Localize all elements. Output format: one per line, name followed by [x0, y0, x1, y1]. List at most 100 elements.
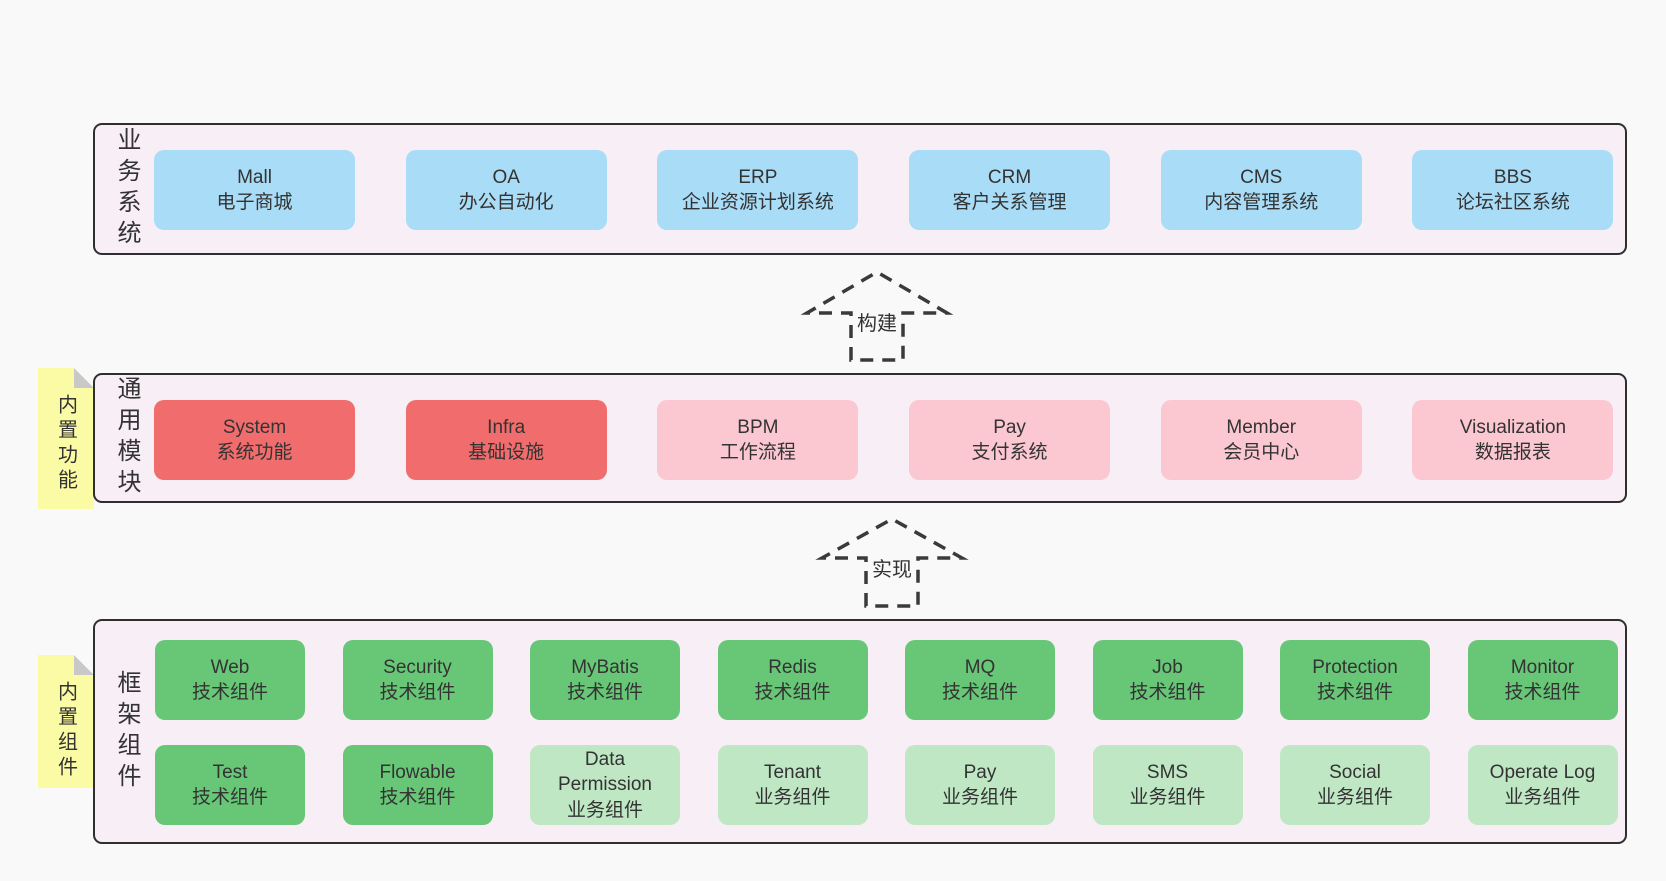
- box-sms: SMS 业务组件: [1092, 745, 1243, 825]
- box-subtitle: 数据报表: [1474, 442, 1551, 463]
- box-title: Job: [1152, 656, 1183, 678]
- box-title: System: [222, 416, 287, 438]
- box-title: Web: [210, 656, 250, 678]
- box-erp: ERP 企业资源计划系统: [657, 150, 859, 230]
- box-mybatis: MyBatis 技术组件: [530, 640, 680, 720]
- box-title: Tenant: [763, 761, 822, 783]
- box-subtitle: 支付系统: [971, 442, 1048, 463]
- box-subtitle: 业务组件: [754, 787, 831, 808]
- layer-side-label: 框架组件: [113, 669, 140, 794]
- box-subtitle: 业务组件: [566, 799, 643, 821]
- box-title: MyBatis: [571, 656, 639, 678]
- box-crm: CRM 客户关系管理: [909, 150, 1111, 230]
- box-subtitle: 办公自动化: [458, 192, 554, 213]
- box-mq: MQ 技术组件: [905, 640, 1055, 720]
- box-subtitle: 技术组件: [1316, 682, 1393, 703]
- box-visualization: Visualization 数据报表: [1412, 400, 1614, 480]
- box-title: BBS: [1493, 166, 1532, 188]
- box-pay: Pay 支付系统: [909, 400, 1111, 480]
- box-subtitle: 技术组件: [1504, 682, 1581, 703]
- sticky-note-built-in-components: 内置组件: [38, 655, 94, 788]
- box-security: Security 技术组件: [342, 640, 493, 720]
- box-cms: CMS 内容管理系统: [1160, 150, 1362, 230]
- box-title: Data Permission: [558, 749, 652, 796]
- box-subtitle: 技术组件: [191, 787, 268, 808]
- box-title: Redis: [768, 656, 817, 678]
- box-subtitle: 技术组件: [754, 682, 831, 703]
- box-data-permission: Data Permission 业务组件: [530, 745, 680, 825]
- box-title: Security: [383, 656, 452, 678]
- folded-corner-icon: [74, 655, 94, 675]
- box-title: CRM: [987, 166, 1032, 188]
- box-subtitle: 业务组件: [1129, 787, 1206, 808]
- box-subtitle: 基础设施: [468, 442, 545, 463]
- box-tenant: Tenant 业务组件: [717, 745, 868, 825]
- box-title: Visualization: [1459, 416, 1567, 438]
- box-operate-log: Operate Log 业务组件: [1467, 745, 1618, 825]
- box-oa: OA 办公自动化: [405, 150, 607, 230]
- box-subtitle: 系统功能: [216, 442, 293, 463]
- box-title: Mall: [237, 166, 272, 188]
- box-subtitle: 业务组件: [1504, 787, 1581, 808]
- box-pay: Pay 业务组件: [905, 745, 1055, 825]
- box-subtitle: 技术组件: [379, 787, 456, 808]
- box-member: Member 会员中心: [1160, 400, 1362, 480]
- box-subtitle: 电子商城: [216, 192, 293, 213]
- box-title: Flowable: [379, 761, 456, 783]
- box-mall: Mall 电子商城: [154, 150, 355, 230]
- box-subtitle: 技术组件: [1129, 682, 1206, 703]
- layer-common-modules: 通用模块 System 系统功能 Infra 基础设施 BPM 工作流程 Pay 支付系统 Me…: [93, 373, 1627, 503]
- box-test: Test 技术组件: [155, 745, 305, 825]
- box-subtitle: 内容管理系统: [1204, 192, 1319, 213]
- box-social: Social 业务组件: [1280, 745, 1430, 825]
- box-bpm: BPM 工作流程: [657, 400, 859, 480]
- box-title: CMS: [1240, 166, 1283, 188]
- box-title: Test: [212, 761, 248, 783]
- box-subtitle: 工作流程: [719, 442, 796, 463]
- box-subtitle: 技术组件: [379, 682, 456, 703]
- box-system: System 系统功能: [154, 400, 355, 480]
- box-subtitle: 业务组件: [941, 787, 1018, 808]
- box-subtitle: 技术组件: [191, 682, 268, 703]
- box-title: Protection: [1312, 656, 1398, 678]
- build-arrow-label: 构建: [853, 306, 901, 337]
- box-title: MQ: [964, 656, 996, 678]
- layer-side-label: 通用模块: [113, 376, 140, 500]
- box-subtitle: 业务组件: [1316, 787, 1393, 808]
- box-title: BPM: [737, 416, 779, 438]
- box-web: Web 技术组件: [155, 640, 305, 720]
- box-title: Infra: [487, 416, 526, 438]
- box-monitor: Monitor 技术组件: [1467, 640, 1618, 720]
- box-flowable: Flowable 技术组件: [342, 745, 493, 825]
- box-infra: Infra 基础设施: [405, 400, 607, 480]
- box-title: OA: [492, 166, 520, 188]
- implement-arrow-label: 实现: [868, 552, 916, 583]
- folded-corner-icon: [74, 368, 94, 388]
- sticky-note-text: 内置组件: [54, 681, 77, 781]
- layer-business-systems: 业务系统 Mall 电子商城 OA 办公自动化 ERP 企业资源计划系统 CRM 客户关系管理…: [93, 123, 1627, 255]
- box-title: SMS: [1146, 761, 1189, 783]
- box-subtitle: 技术组件: [941, 682, 1018, 703]
- box-subtitle: 论坛社区系统: [1455, 192, 1570, 213]
- sticky-note-built-in-functions: 内置功能: [38, 368, 94, 509]
- box-subtitle: 企业资源计划系统: [681, 192, 834, 213]
- box-title: ERP: [738, 166, 778, 188]
- box-title: Monitor: [1510, 656, 1575, 678]
- box-row: System 系统功能 Infra 基础设施 BPM 工作流程 Pay 支付系统 Member 会…: [154, 400, 1614, 480]
- layer-side-label: 业务系统: [113, 127, 140, 251]
- box-title: Operate Log: [1489, 761, 1596, 783]
- box-row: Mall 电子商城 OA 办公自动化 ERP 企业资源计划系统 CRM 客户关系管理 CMS 内容…: [154, 150, 1614, 230]
- sticky-note-text: 内置功能: [54, 394, 77, 494]
- box-title: Pay: [993, 416, 1026, 438]
- box-title: Social: [1329, 761, 1381, 783]
- box-subtitle: 技术组件: [566, 682, 643, 703]
- box-bbs: BBS 论坛社区系统: [1412, 150, 1614, 230]
- box-subtitle: 客户关系管理: [952, 192, 1067, 213]
- box-title: Member: [1226, 416, 1297, 438]
- box-redis: Redis 技术组件: [717, 640, 868, 720]
- box-job: Job 技术组件: [1092, 640, 1243, 720]
- box-subtitle: 会员中心: [1223, 442, 1300, 463]
- box-title: Pay: [963, 761, 997, 783]
